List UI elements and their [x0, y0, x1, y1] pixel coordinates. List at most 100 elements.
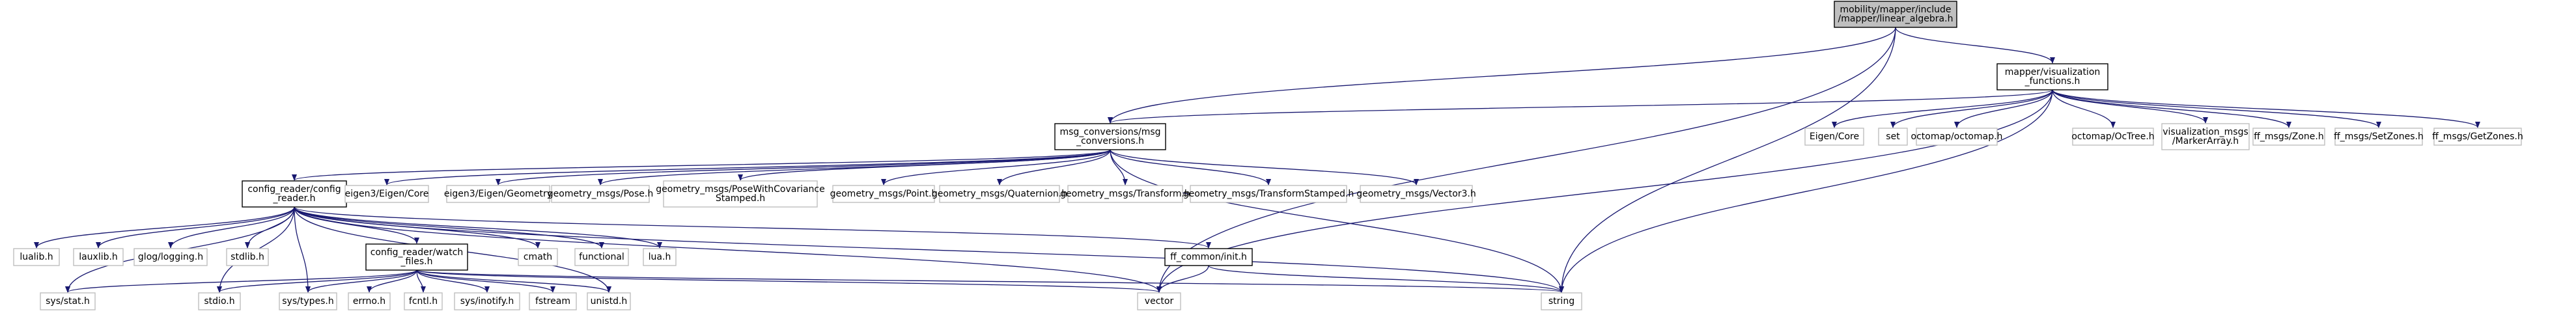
node-octomap-octomap-h: octomap/octomap.h — [1911, 128, 2002, 146]
node-geometry-msgs-quaternion-h: geometry_msgs/Quaternion.h — [932, 185, 1067, 203]
node-label-line: ff_common/init.h — [1170, 252, 1247, 262]
node-visualization-msgs-markerarray-h: visualization_msgs/MarkerArray.h — [2161, 123, 2250, 150]
node-fstream: fstream — [529, 292, 577, 310]
node-errno-h: errno.h — [348, 292, 391, 310]
node-label-line: functional — [579, 252, 624, 262]
edge-viz-to-octomap — [1954, 89, 2053, 128]
edge-viz-to-set — [1890, 89, 2053, 128]
node-box — [133, 248, 208, 266]
edge-watch-to-vector — [416, 269, 1162, 293]
edge-viz-to-zone — [2052, 89, 2291, 128]
edge-ffinit-to-string — [1208, 265, 1564, 293]
edge-watch-to-fstream — [416, 269, 555, 293]
node-label-line: visualization_msgs — [2163, 127, 2248, 137]
node-msg-conversions-msg-conversions-h[interactable]: msg_conversions/msg_conversions.h — [1054, 123, 1166, 150]
edge-msgconv-to-gposecov — [738, 149, 1111, 181]
node-label-line: glog/logging.h — [138, 252, 203, 262]
node-sys-types-h: sys/types.h — [279, 292, 337, 310]
node-label-line: sys/stat.h — [46, 296, 90, 307]
node-box — [1137, 292, 1181, 310]
node-box — [832, 185, 935, 203]
node-box — [446, 185, 550, 203]
node-label-line: geometry_msgs/PoseWithCovariance — [656, 184, 825, 195]
edge-watch-to-systypes — [305, 269, 417, 293]
node-label-line: ff_msgs/GetZones.h — [2432, 131, 2523, 142]
node-label-line: ff_msgs/Zone.h — [2254, 131, 2323, 142]
edge-watch-to-fcntl — [416, 269, 426, 293]
node-vector: vector — [1137, 292, 1181, 310]
node-config-reader-watch-files-h[interactable]: config_reader/watch_files.h — [365, 243, 468, 271]
edge-msgconv-to-e3core — [384, 149, 1111, 185]
node-label-line: geometry_msgs/Pose.h — [548, 189, 653, 199]
node-label-line: string — [1548, 296, 1575, 307]
node-ff-msgs-zone-h: ff_msgs/Zone.h — [2252, 128, 2325, 146]
node-label-line: lauxlib.h — [79, 252, 118, 262]
node-ff-msgs-getzones-h: ff_msgs/GetZones.h — [2432, 128, 2523, 146]
node-box — [2433, 128, 2522, 146]
node-label-line: ff_msgs/SetZones.h — [2334, 131, 2424, 142]
node-eigen3-eigen-core: eigen3/Eigen/Core — [344, 185, 429, 203]
edge-cfgreader-to-vector — [294, 206, 1162, 293]
node-box — [2334, 128, 2423, 146]
edge-watch-to-sysinotify — [416, 269, 490, 293]
node-mapper-visualization-functions-h[interactable]: mapper/visualization_functions.h — [1996, 63, 2108, 90]
node-box — [198, 292, 241, 310]
node-label-line: _reader.h — [273, 193, 316, 204]
node-geometry-msgs-pose-h: geometry_msgs/Pose.h — [548, 185, 653, 203]
node-label-line: mobility/mapper/include — [1840, 5, 1951, 15]
edge-viz-to-getzones — [2052, 89, 2480, 128]
edge-msgconv-to-gvec3 — [1110, 149, 1419, 185]
node-ff-common-init-h[interactable]: ff_common/init.h — [1164, 248, 1253, 266]
node-ff-msgs-setzones-h: ff_msgs/SetZones.h — [2334, 128, 2424, 146]
edge-root-to-vector — [1156, 27, 1896, 293]
node-label-line: geometry_msgs/Quaternion.h — [932, 189, 1067, 199]
edge-viz-to-eigencore — [1832, 89, 2053, 128]
node-box — [939, 185, 1060, 203]
node-label-line: stdlib.h — [231, 252, 264, 262]
node-label-line: msg_conversions/msg — [1059, 127, 1160, 137]
node-box — [13, 248, 60, 266]
node-fcntl-h: fcntl.h — [404, 292, 443, 310]
edge-msgconv-to-string — [1110, 149, 1564, 293]
node-label-line: eigen3/Eigen/Core — [345, 189, 429, 199]
node-box — [1834, 1, 1957, 28]
node-label-line: config_reader/watch — [371, 247, 464, 258]
node-sys-stat-h: sys/stat.h — [40, 292, 96, 310]
node-label-line: Eigen/Core — [1810, 131, 1859, 142]
edge-viz-to-msgconv — [1108, 89, 2053, 124]
node-label-line: _functions.h — [2024, 76, 2080, 87]
node-label-line: cmath — [524, 252, 552, 262]
node-box — [587, 292, 631, 310]
node-label-line: lua.h — [649, 252, 671, 262]
node-box — [365, 243, 468, 271]
node-box — [518, 248, 558, 266]
node-box — [551, 185, 650, 203]
edge-cfgreader-to-lualib — [34, 206, 295, 249]
edge-msgconv-to-gtrans — [1110, 149, 1128, 185]
node-sys-inotify-h: sys/inotify.h — [454, 292, 520, 310]
node-box — [1878, 128, 1908, 146]
node-eigen-core: Eigen/Core — [1804, 128, 1864, 146]
node-stdlib-h: stdlib.h — [226, 248, 269, 266]
edge-msgconv-to-gquat — [997, 149, 1111, 185]
node-box — [663, 180, 818, 208]
edge-watch-to-sysstat — [65, 269, 417, 293]
node-label-line: _files.h — [400, 256, 433, 267]
edge-cfgreader-to-functional — [294, 206, 604, 249]
node-label-line: geometry_msgs/Vector3.h — [1356, 189, 1476, 199]
node-label-line: sys/types.h — [282, 296, 333, 307]
edge-viz-to-string — [1559, 89, 2053, 293]
node-box — [1360, 185, 1473, 203]
node-lualib-h: lualib.h — [13, 248, 60, 266]
node-label-line: config_reader/config — [247, 184, 341, 195]
node-label-line: eigen3/Eigen/Geometry — [444, 189, 552, 199]
node-geometry-msgs-transformstamped-h: geometry_msgs/TransformStamped.h — [1183, 185, 1354, 203]
node-config-reader-config-reader-h[interactable]: config_reader/config_reader.h — [242, 180, 347, 208]
node-mobility-mapper-include-mapper-linear-algebra-h[interactable]: mobility/mapper/include/mapper/linear_al… — [1834, 1, 1957, 28]
node-box — [348, 292, 391, 310]
node-box — [2161, 123, 2250, 150]
node-geometry-msgs-posewithcovariancestamped-h: geometry_msgs/PoseWithCovarianceStamped.… — [656, 180, 825, 208]
node-label-line: mapper/visualization — [2005, 67, 2101, 77]
edge-cfgreader-to-string — [294, 206, 1564, 293]
